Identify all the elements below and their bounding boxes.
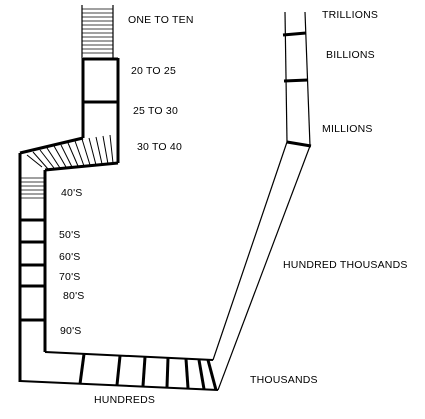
label-thousands: THOUSANDS <box>250 374 318 386</box>
label-90s: 90'S <box>60 325 82 337</box>
label-20-to-25: 20 TO 25 <box>131 65 176 77</box>
label-trillions: TRILLIONS <box>322 9 379 21</box>
label-one-to-ten: ONE TO TEN <box>128 14 194 26</box>
forties-to-nineties-segment <box>18 153 47 382</box>
label-30-to-40: 30 TO 40 <box>137 141 182 153</box>
label-billions: BILLIONS <box>326 49 375 61</box>
hundreds-segment <box>19 351 219 391</box>
label-50s: 50'S <box>59 229 81 241</box>
label-25-to-30: 25 TO 30 <box>133 105 178 117</box>
label-60s: 60'S <box>59 251 81 263</box>
thirties-segment <box>19 133 120 172</box>
label-millions: MILLIONS <box>322 123 373 135</box>
millions-to-trillions-segment <box>282 11 312 148</box>
label-70s: 70'S <box>59 271 81 283</box>
label-hundreds: HUNDREDS <box>94 394 156 406</box>
twenties-segment <box>81 57 120 138</box>
one-to-ten-segment <box>81 5 114 58</box>
label-hundred-thousands: HUNDRED THOUSANDS <box>283 259 408 271</box>
label-80s: 80'S <box>63 290 85 302</box>
thousands-segment <box>212 141 311 391</box>
label-40s: 40'S <box>61 187 83 199</box>
